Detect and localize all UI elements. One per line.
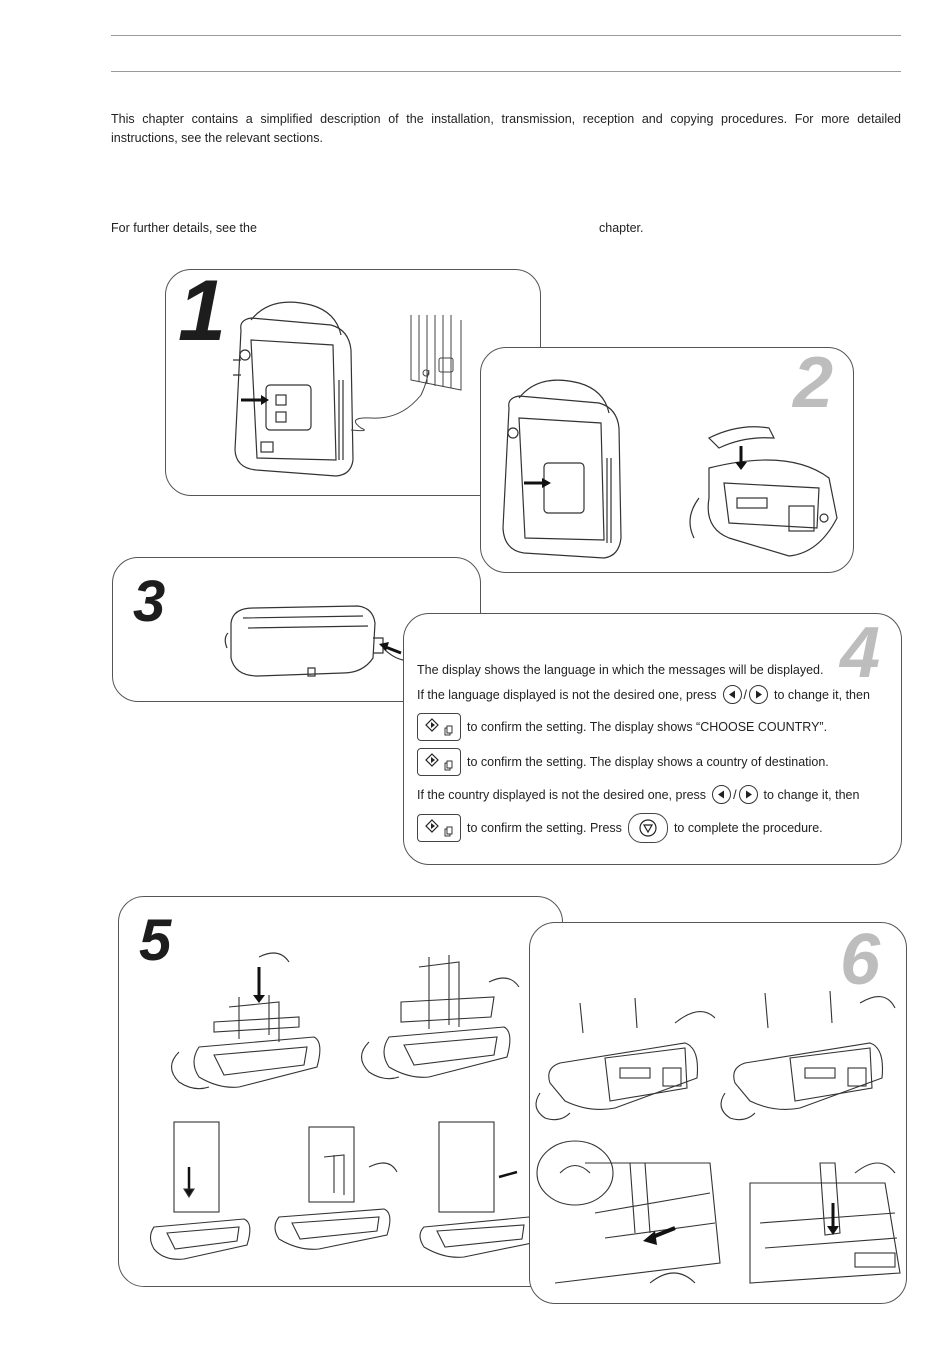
stop-key-icon bbox=[627, 813, 668, 843]
intro-paragraph: This chapter contains a simplified descr… bbox=[111, 112, 901, 145]
step-4-line-2: If the language displayed is not the des… bbox=[417, 685, 870, 704]
right-arrow-key-icon bbox=[738, 785, 758, 804]
fax-back-handset-illustration bbox=[502, 379, 838, 559]
step-4-number: 4 bbox=[840, 613, 881, 693]
country-change-suffix: to change it, then bbox=[763, 787, 860, 802]
choose-country-text: to confirm the setting. The display show… bbox=[467, 720, 828, 734]
step-4-line-4: to confirm the setting. The display show… bbox=[417, 748, 829, 776]
step-1-number: 1 bbox=[178, 263, 226, 359]
step-2-panel: 2 bbox=[480, 343, 854, 573]
step-5-number: 5 bbox=[139, 908, 172, 973]
language-change-text: If the language displayed is not the des… bbox=[417, 687, 717, 702]
fax-back-connection-illustration bbox=[233, 301, 462, 477]
step-4-line-5: If the country displayed is not the desi… bbox=[417, 785, 859, 804]
header-rule-bottom bbox=[111, 71, 901, 72]
step-5-panel: 5 bbox=[118, 896, 563, 1287]
language-change-suffix: to change it, then bbox=[774, 687, 870, 702]
language-display-text: The display shows the language in which … bbox=[417, 663, 824, 677]
step-1-panel: 1 bbox=[165, 263, 541, 496]
paper-cartridge-illustration bbox=[535, 990, 901, 1284]
further-details-suffix: chapter. bbox=[599, 221, 644, 235]
step-2-number: 2 bbox=[793, 343, 834, 423]
country-display-text: to confirm the setting. The display show… bbox=[467, 755, 829, 769]
header-rule-top bbox=[111, 35, 901, 36]
country-change-text: If the country displayed is not the desi… bbox=[417, 787, 707, 802]
start-copy-key-icon bbox=[417, 814, 461, 842]
step-3-number: 3 bbox=[133, 569, 166, 634]
start-copy-key-icon bbox=[417, 748, 461, 776]
arrow-key-separator: / bbox=[743, 687, 747, 702]
left-arrow-key-icon bbox=[722, 685, 742, 704]
step-4-line-1: The display shows the language in which … bbox=[417, 663, 823, 677]
confirm-press-text: to confirm the setting. Press bbox=[467, 821, 622, 835]
paper-support-loading-illustration bbox=[149, 952, 536, 1260]
step-6-number: 6 bbox=[840, 920, 881, 1000]
complete-procedure-text: to complete the procedure. bbox=[673, 821, 823, 835]
further-details-prefix: For further details, see the bbox=[111, 221, 257, 235]
step-4-panel: 4 The display shows the language in whic… bbox=[403, 613, 902, 865]
right-arrow-key-icon bbox=[749, 685, 768, 704]
step-4-line-3: to confirm the setting. The display show… bbox=[417, 713, 827, 741]
start-copy-key-icon bbox=[417, 713, 461, 741]
step-6-panel: 6 bbox=[529, 920, 907, 1304]
step-4-line-6: to confirm the setting. Press to complet… bbox=[417, 813, 823, 843]
left-arrow-key-icon bbox=[712, 785, 732, 804]
arrow-key-separator: / bbox=[733, 787, 737, 802]
